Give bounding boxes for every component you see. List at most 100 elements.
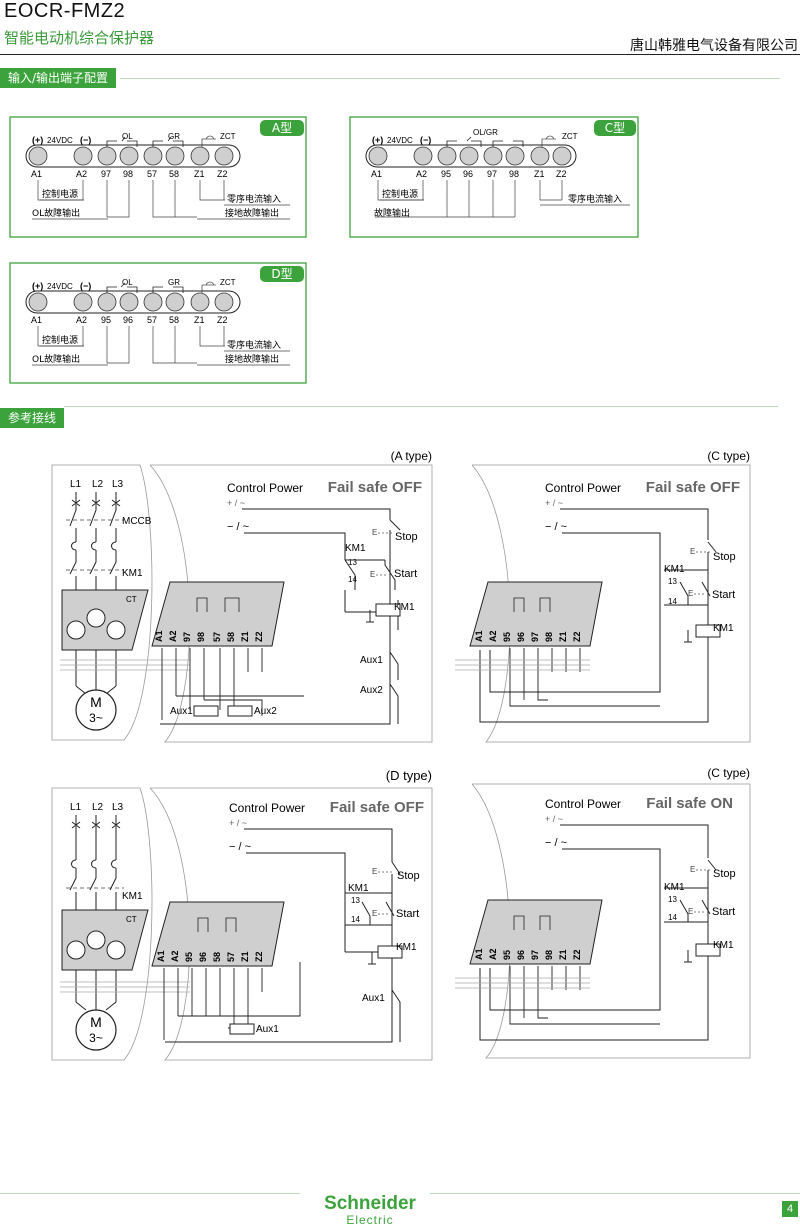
km1-coil-label: KM1: [396, 942, 417, 953]
diagram-type-label: (A type): [391, 449, 432, 463]
polarity-voltage: 24VDC: [387, 136, 413, 145]
stop-label: Stop: [713, 868, 736, 880]
supply-ac: + / ~: [227, 498, 245, 508]
contact-label: OL/GR: [473, 128, 498, 137]
start-label: Start: [712, 906, 735, 918]
e-mark: E: [688, 589, 693, 598]
terminal-label: 98: [196, 632, 206, 642]
terminal-label: Z2: [572, 631, 582, 642]
stop-label: Stop: [395, 531, 418, 543]
aux-contact-label: Aux1: [362, 993, 385, 1004]
polarity-plus: (+): [32, 281, 43, 291]
terminal-label: 95: [184, 952, 194, 962]
wiring-diagram-a: (A type) L1 L2 L3 MCCB KM1 CT M 3~: [51, 449, 433, 743]
page-title: EOCR-FMZ2: [4, 0, 126, 22]
start-label: Start: [394, 568, 417, 580]
diagram-type-label: (C type): [707, 766, 750, 780]
terminal-label: 58: [169, 315, 179, 325]
stop-label: Stop: [713, 551, 736, 563]
aux-13: 13: [351, 896, 360, 905]
terminal-label: 97: [101, 169, 111, 179]
line-label: L3: [112, 479, 124, 490]
terminal-label: Z1: [194, 315, 205, 325]
terminal-label: 97: [182, 632, 192, 642]
section-wiring-heading: 参考接线: [0, 408, 65, 428]
supply-ac: + / ~: [545, 814, 563, 824]
terminal-label: 58: [169, 169, 179, 179]
wiring-diagrams: (A type) L1 L2 L3 MCCB KM1 CT M 3~: [51, 449, 751, 1061]
supply-dc: − / ~: [545, 837, 567, 849]
terminal-label: Z2: [572, 949, 582, 960]
terminal-label: Z2: [217, 169, 228, 179]
mccb-label: MCCB: [122, 516, 152, 527]
type-badge: A型: [272, 121, 292, 135]
terminal-label: 96: [516, 950, 526, 960]
terminal-label: Z2: [254, 631, 264, 642]
e-mark: E: [370, 570, 375, 579]
control-power-label: Control Power: [229, 801, 305, 815]
line-label: L2: [92, 802, 104, 813]
supply-dc: − / ~: [545, 521, 567, 533]
aux-coil-label: Aux1: [256, 1024, 279, 1035]
terminal-label: 96: [123, 315, 133, 325]
terminal-label: A1: [474, 630, 484, 642]
stop-label: Stop: [397, 870, 420, 882]
contact-label: ZCT: [562, 132, 578, 141]
terminal-label: 95: [101, 315, 111, 325]
terminal-label: A1: [474, 948, 484, 960]
terminal-label: 96: [463, 169, 473, 179]
km1-coil-label: KM1: [713, 623, 734, 634]
line-label: L2: [92, 479, 104, 490]
aux-coil-label: Aux2: [254, 706, 277, 717]
control-power-label: Control Power: [545, 797, 621, 811]
terminal-label: A2: [416, 169, 427, 179]
supply-ac: + / ~: [545, 498, 563, 508]
terminal-label: A1: [156, 950, 166, 962]
line-label: L3: [112, 802, 124, 813]
terminal-label: 58: [212, 952, 222, 962]
type-badge: D型: [271, 267, 292, 281]
page-number: 4: [782, 1201, 798, 1217]
aux-13: 13: [668, 895, 677, 904]
terminal-label: 97: [530, 950, 540, 960]
polarity-voltage: 24VDC: [47, 282, 73, 291]
contact-label: ZCT: [220, 132, 236, 141]
legend: 零序电流输入: [568, 193, 622, 205]
motor-phase: 3~: [89, 1031, 103, 1045]
contact-label: OL: [122, 278, 133, 287]
e-mark: E: [690, 865, 695, 874]
polarity-minus: (−): [80, 281, 91, 291]
motor-label: M: [90, 694, 102, 710]
terminal-label: Z2: [217, 315, 228, 325]
terminal-blocks: A型 (+) 24VDC (−) OL GR ZCT A1 A2 97 98 5…: [9, 116, 639, 384]
contact-label: GR: [168, 132, 180, 141]
legend: 控制电源: [42, 188, 78, 200]
contactor-label: KM1: [122, 891, 143, 902]
terminal-label: A2: [488, 630, 498, 642]
terminal-label: A1: [31, 169, 42, 179]
wiring-diagram-d: (D type) L1 L2 L3 KM1 CT M 3~ Control Po…: [51, 768, 433, 1061]
e-mark: E: [372, 909, 377, 918]
terminal-label: 57: [147, 169, 157, 179]
terminal-label: Z2: [254, 951, 264, 962]
terminal-label: 98: [544, 950, 554, 960]
start-label: Start: [712, 589, 735, 601]
terminal-label: 98: [544, 632, 554, 642]
ct-label: CT: [126, 595, 137, 604]
contact-label: OL: [122, 132, 133, 141]
terminal-label: Z2: [556, 169, 567, 179]
e-mark: E: [688, 907, 693, 916]
terminal-label: Z1: [558, 949, 568, 960]
terminal-block-a: A型 (+) 24VDC (−) OL GR ZCT A1 A2 97 98 5…: [9, 116, 307, 238]
supply-dc: − / ~: [227, 521, 249, 533]
legend: OL故障输出: [32, 207, 80, 219]
legend: 零序电流输入: [227, 193, 281, 205]
legend: 零序电流输入: [227, 339, 281, 351]
legend: 故障输出: [374, 207, 410, 219]
terminal-label: A2: [76, 169, 87, 179]
company-name: 唐山韩雅电气设备有限公司: [630, 38, 798, 54]
terminal-label: 98: [509, 169, 519, 179]
contact-label: GR: [168, 278, 180, 287]
polarity-plus: (+): [32, 135, 43, 145]
page-subtitle: 智能电动机综合保护器: [4, 29, 155, 47]
